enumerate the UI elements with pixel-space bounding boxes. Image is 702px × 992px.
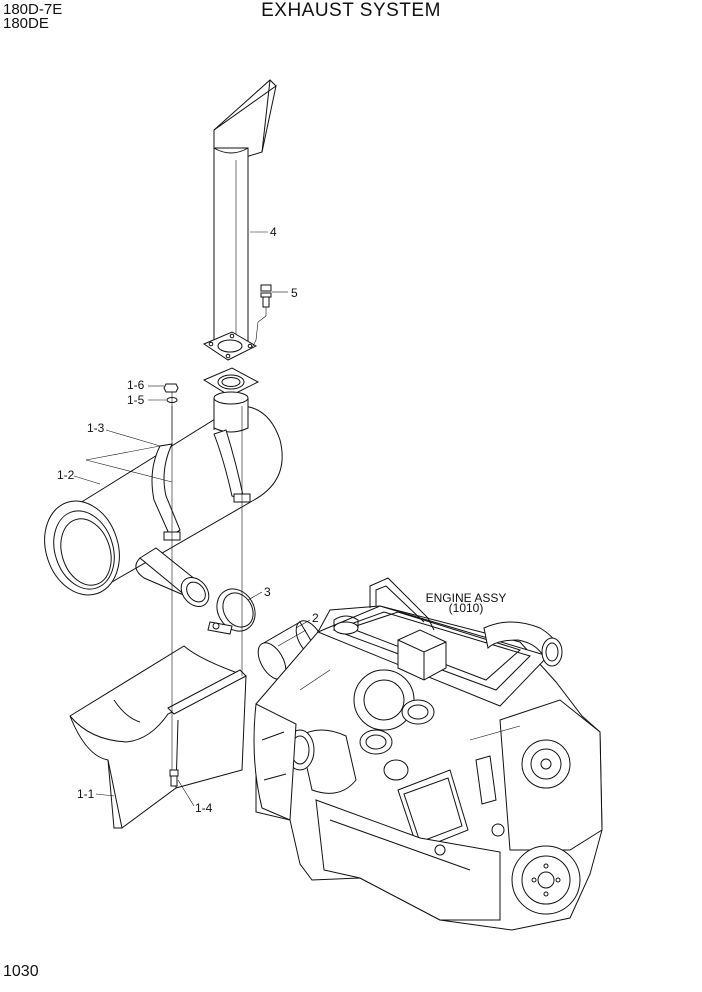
- page-number: 1030: [3, 963, 39, 980]
- callout-part-1-3: 1-3: [87, 421, 105, 435]
- callout-part-5: 5: [291, 286, 298, 300]
- bolt-part-1-4: [169, 769, 179, 787]
- pipe-clamp: [207, 588, 256, 635]
- nut-part-1-6: [163, 383, 179, 393]
- callout-part-1-4: 1-4: [195, 801, 213, 815]
- callout-engine-assy: ENGINE ASSY: [426, 591, 507, 605]
- callout-part-1-1: 1-1: [77, 787, 95, 801]
- callout-part-1-6: 1-6: [127, 378, 145, 392]
- exhaust-stack-pipe: [213, 79, 277, 353]
- model-code-primary: 180D-7E: [3, 1, 63, 18]
- callout-part-1-2: 1-2: [57, 468, 75, 482]
- stack-gasket: [202, 367, 260, 397]
- engine-assembly: [253, 577, 603, 931]
- callout-part-4: 4: [270, 225, 277, 239]
- leader-lines: [73, 231, 311, 807]
- callout-part-1-5: 1-5: [127, 393, 145, 407]
- callout-engine-code: (1010): [449, 601, 484, 615]
- callout-part-2: 2: [312, 611, 319, 625]
- stack-flange-upper: [202, 331, 258, 361]
- bolt-part-5: [251, 284, 272, 349]
- page-title: EXHAUST SYSTEM: [261, 0, 441, 21]
- callout-part-3: 3: [264, 585, 271, 599]
- model-code-secondary: 180DE: [3, 15, 49, 32]
- muffler-cover: [69, 645, 247, 829]
- assembly-alignment-lines: [171, 392, 243, 770]
